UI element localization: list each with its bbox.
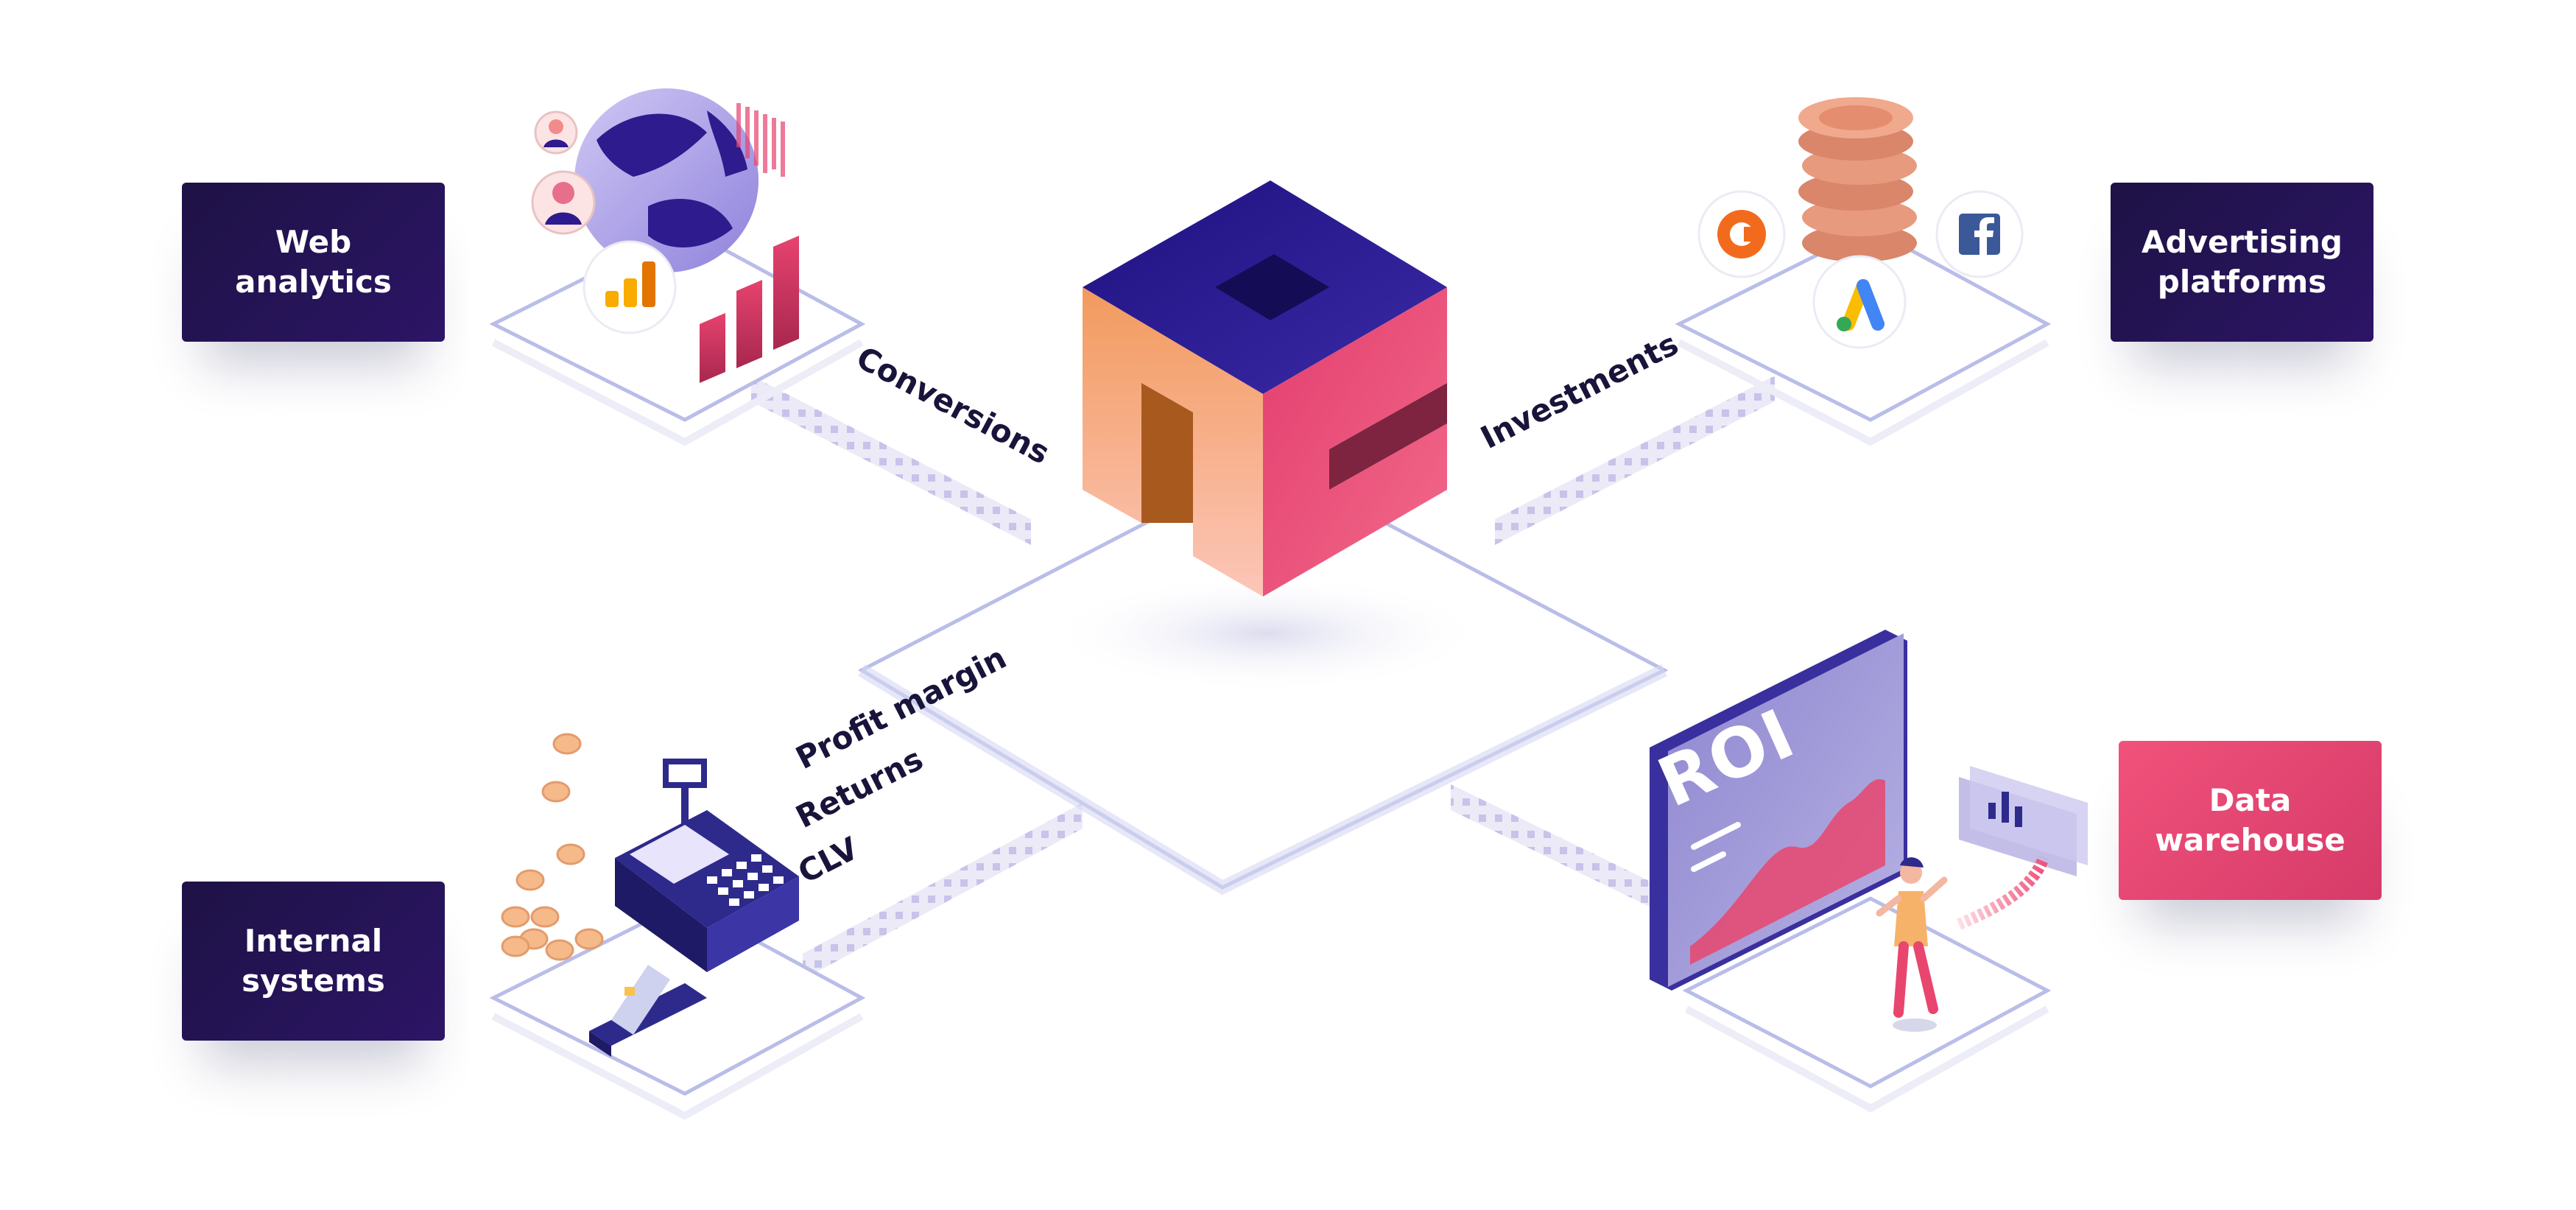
- node-warehouse-line2: warehouse: [2155, 822, 2346, 858]
- node-data-warehouse: Data warehouse: [2119, 741, 2382, 900]
- cube-logo-icon: [1083, 180, 1447, 597]
- roi-screen-icon: [1650, 630, 1907, 991]
- google-ads-icon: [1812, 255, 1907, 349]
- web-analytics-illustration: [531, 88, 799, 383]
- bar-chart-icon: [700, 103, 799, 383]
- node-web-analytics: Web analytics: [182, 183, 445, 342]
- coin-icon: [501, 733, 604, 961]
- user-avatar-icon: [531, 110, 596, 235]
- internal-systems-illustration: [501, 733, 799, 1057]
- person-icon: [1876, 857, 1948, 1032]
- card-reader-icon: [589, 965, 707, 1057]
- node-web-analytics-line1: Web: [275, 224, 352, 260]
- node-internal-line2: systems: [242, 963, 385, 999]
- node-internal-systems: Internal systems: [182, 882, 445, 1041]
- node-advertising-line1: Advertising: [2142, 224, 2343, 260]
- chart-card-icon: [1956, 766, 2088, 930]
- node-advertising-line2: platforms: [2157, 264, 2327, 300]
- node-advertising-platforms: Advertising platforms: [2111, 183, 2373, 342]
- central-platform: [857, 458, 1669, 896]
- google-analytics-icon: [583, 240, 677, 334]
- cash-register-icon: [615, 759, 799, 972]
- criteo-icon: [1697, 190, 1786, 278]
- platform-data-warehouse: [1682, 896, 2052, 1113]
- node-internal-line1: Internal: [244, 923, 383, 959]
- advertising-illustration: [1697, 97, 2024, 349]
- facebook-icon: [1935, 190, 2024, 278]
- coin-stack-icon: [1798, 97, 1917, 262]
- node-warehouse-line1: Data: [2209, 782, 2292, 818]
- data-warehouse-illustration: [1650, 630, 2088, 1032]
- node-web-analytics-line2: analytics: [235, 264, 392, 300]
